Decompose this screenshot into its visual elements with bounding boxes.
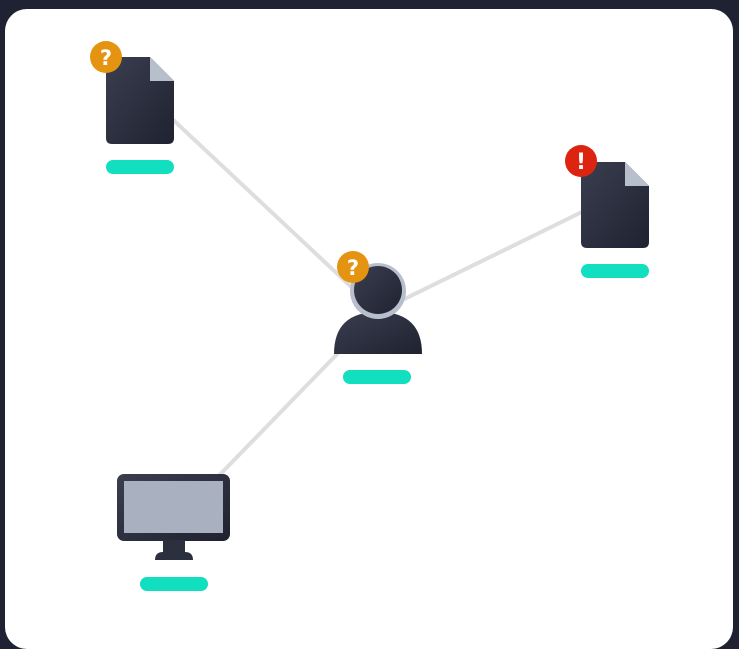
question-badge <box>90 41 122 73</box>
user-icon <box>334 263 422 354</box>
monitor-neck <box>163 540 185 553</box>
node-label-pill <box>581 264 649 278</box>
monitor-stand <box>155 552 193 560</box>
badge-glyph: ! <box>576 150 586 175</box>
document-fold <box>625 162 649 186</box>
alert-badge <box>565 145 597 177</box>
badge-glyph: ? <box>100 46 112 70</box>
node-computer[interactable] <box>117 474 230 591</box>
monitor-icon <box>117 474 230 560</box>
node-document-1[interactable]: ? <box>90 41 174 174</box>
node-document-2[interactable]: ! <box>565 145 649 278</box>
user-body <box>334 312 422 354</box>
edge-user-document-1 <box>166 113 380 314</box>
badge-glyph: ? <box>347 256 359 280</box>
edge-user-document-2 <box>376 206 592 314</box>
document-icon <box>581 162 649 248</box>
document-fold <box>150 57 174 81</box>
document-icon <box>106 57 174 144</box>
node-label-pill <box>140 577 208 591</box>
user-head <box>354 266 402 314</box>
node-label-pill <box>343 370 411 384</box>
node-label-pill <box>106 160 174 174</box>
question-badge <box>337 251 369 283</box>
monitor-screen <box>124 481 223 533</box>
network-diagram: ? ! ? <box>90 41 649 591</box>
node-user[interactable]: ? <box>334 251 422 384</box>
